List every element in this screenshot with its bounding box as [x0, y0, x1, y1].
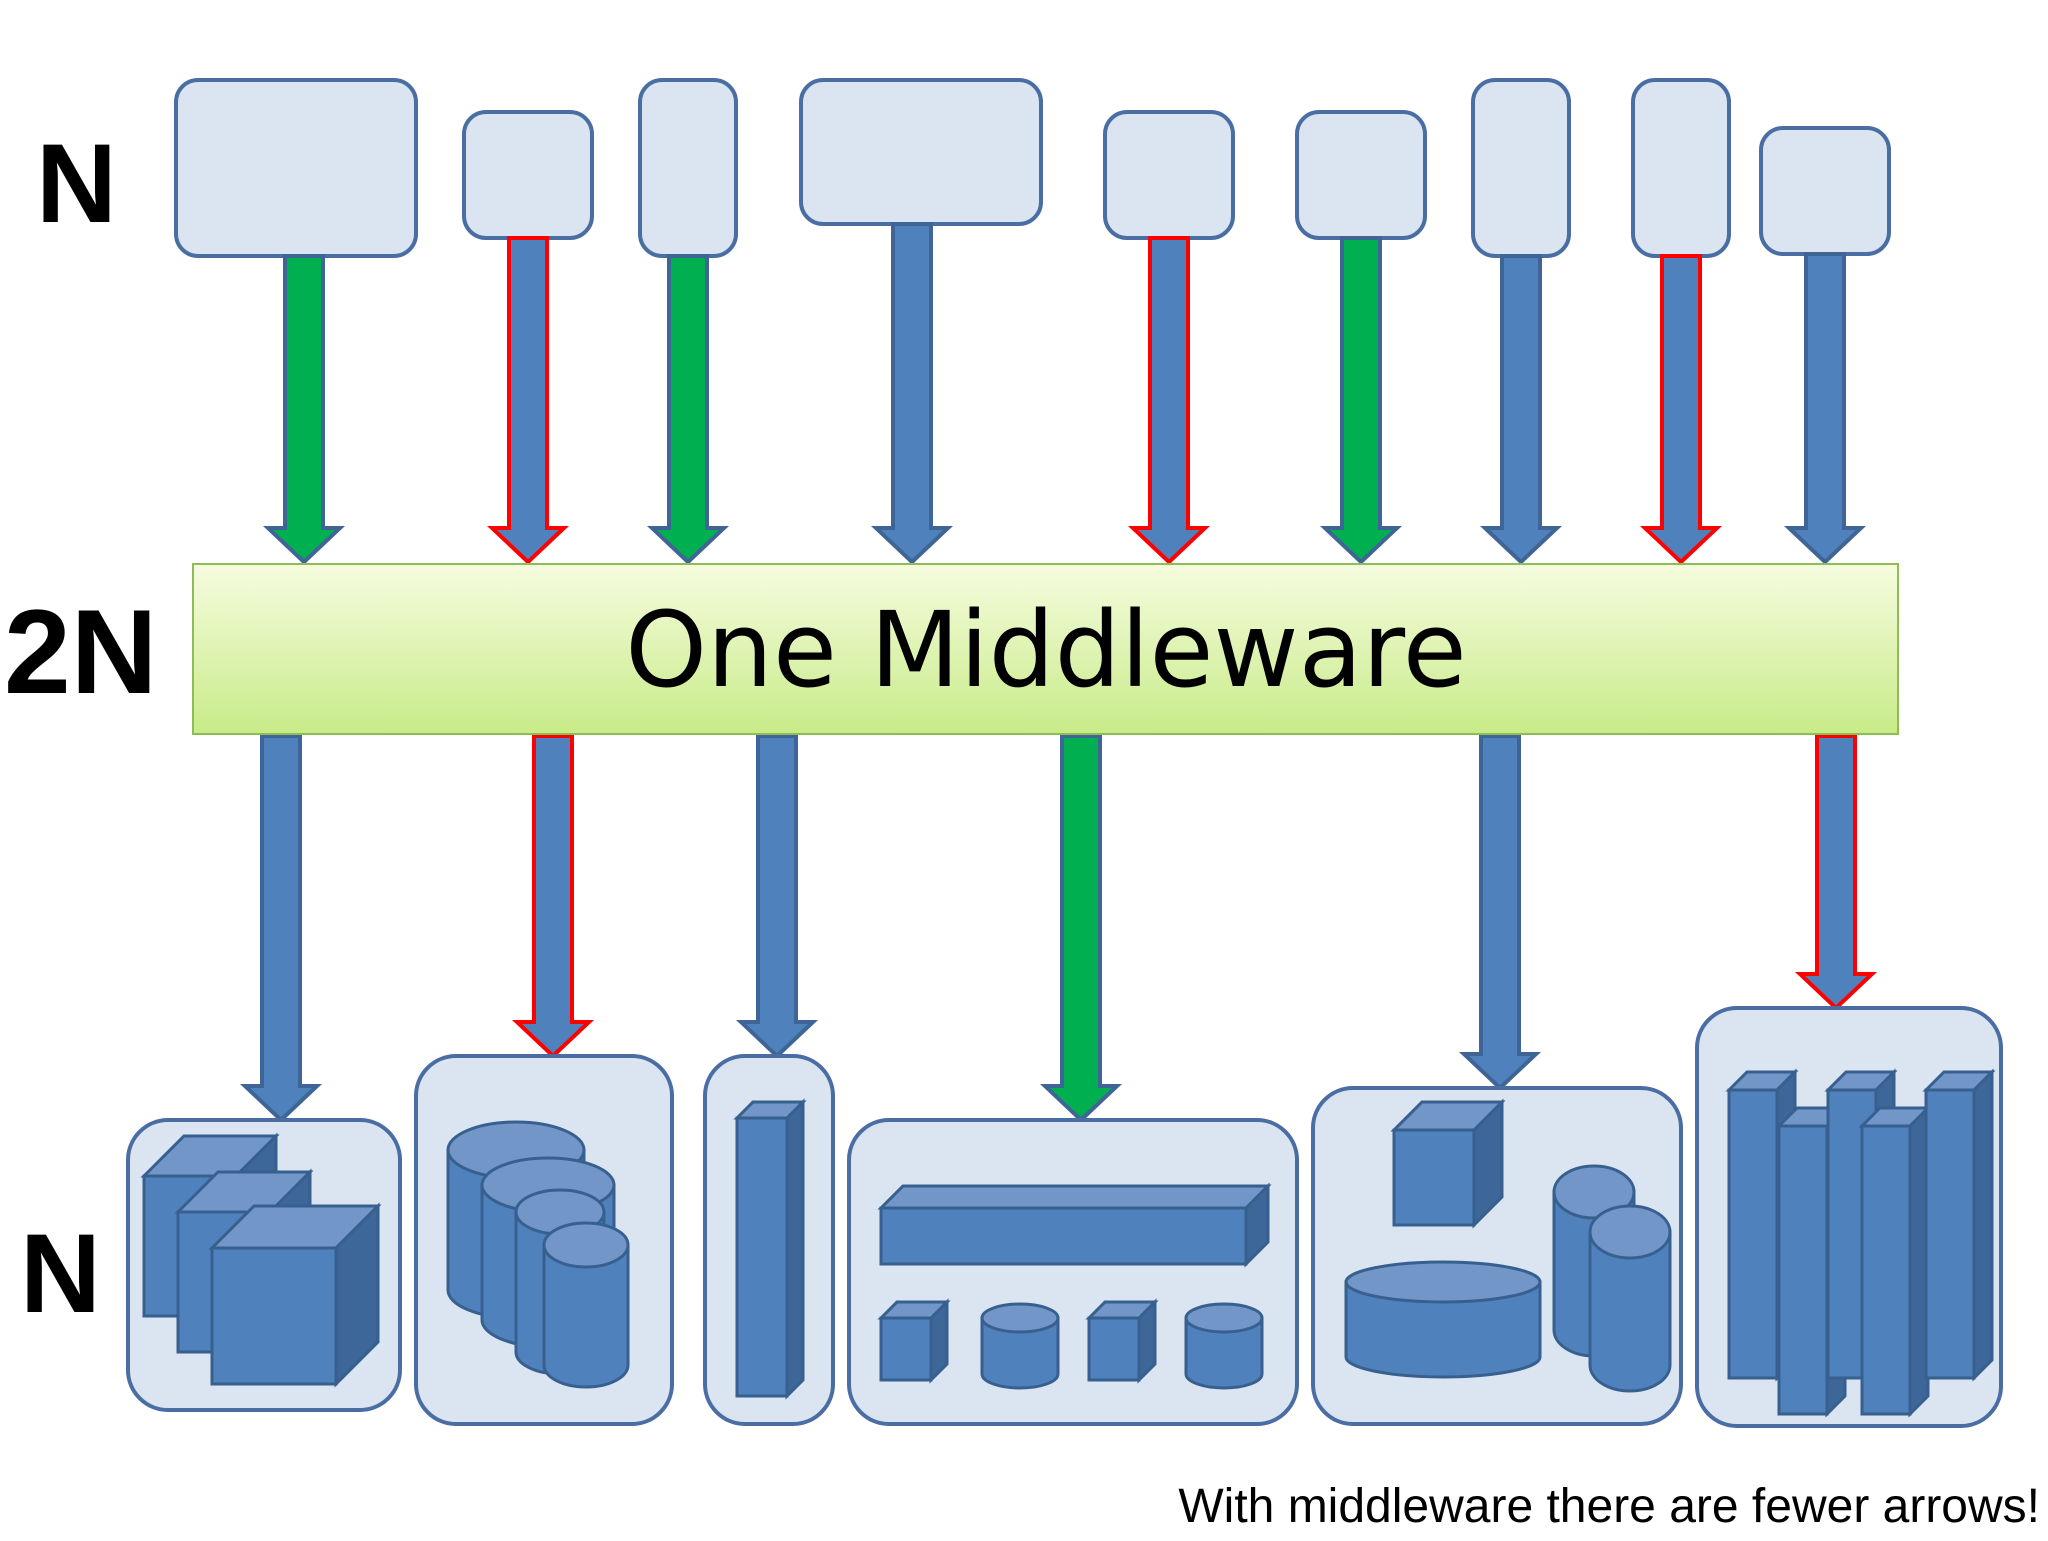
top-component-7: [1471, 78, 1571, 258]
bottom-arrow-4: [1039, 734, 1123, 1123]
top-component-9: [1759, 126, 1891, 256]
top-component-2: [462, 110, 594, 240]
small-block-shape-2: [1085, 1298, 1159, 1384]
bottom-count-label: N: [20, 1211, 101, 1336]
column-shape-1: [1725, 1068, 1799, 1382]
top-component-3: [638, 78, 738, 258]
mixed-cylinder-shape-2: [1588, 1204, 1672, 1393]
top-arrow-2: [486, 236, 570, 565]
top-component-5: [1103, 110, 1235, 240]
middleware-bar: [192, 563, 1899, 735]
bottom-arrow-5: [1458, 734, 1542, 1091]
top-arrow-8: [1639, 254, 1723, 565]
top-component-8: [1631, 78, 1731, 258]
cylinder-shape-4: [542, 1221, 630, 1389]
small-cylinder-shape-1: [980, 1302, 1060, 1390]
top-arrow-9: [1783, 252, 1867, 565]
top-arrow-4: [870, 222, 954, 565]
arrows: [239, 222, 1878, 1123]
cube-shape-3: [208, 1202, 382, 1388]
top-component-1: [174, 78, 418, 258]
top-arrow-3: [646, 254, 730, 565]
middle-count-label: 2N: [4, 585, 158, 719]
top-arrow-5: [1127, 236, 1211, 565]
long-bar-shape: [877, 1182, 1272, 1268]
column-shape-5: [1922, 1068, 1996, 1382]
top-arrow-1: [262, 254, 346, 565]
top-arrow-7: [1479, 254, 1563, 565]
bottom-arrow-6: [1794, 734, 1878, 1011]
bottom-arrow-2: [511, 734, 595, 1059]
small-cylinder-shape-2: [1184, 1302, 1264, 1390]
bottom-arrow-1: [239, 734, 323, 1123]
tall-bar-shape: [733, 1098, 807, 1400]
top-count-label: N: [36, 121, 117, 246]
top-component-6: [1295, 110, 1427, 240]
wide-cylinder-shape: [1344, 1260, 1542, 1379]
bottom-components: [126, 1006, 2003, 1428]
mixed-box-shape: [1390, 1098, 1506, 1229]
caption: With middleware there are fewer arrows!: [1178, 1480, 2040, 1533]
top-components: [174, 78, 1891, 258]
column-shape-4: [1858, 1104, 1932, 1418]
middleware-label: One Middleware: [625, 589, 1467, 711]
top-arrow-6: [1319, 236, 1403, 565]
bottom-arrow-3: [735, 734, 819, 1059]
top-component-4: [799, 78, 1043, 226]
small-block-shape-1: [877, 1298, 951, 1384]
